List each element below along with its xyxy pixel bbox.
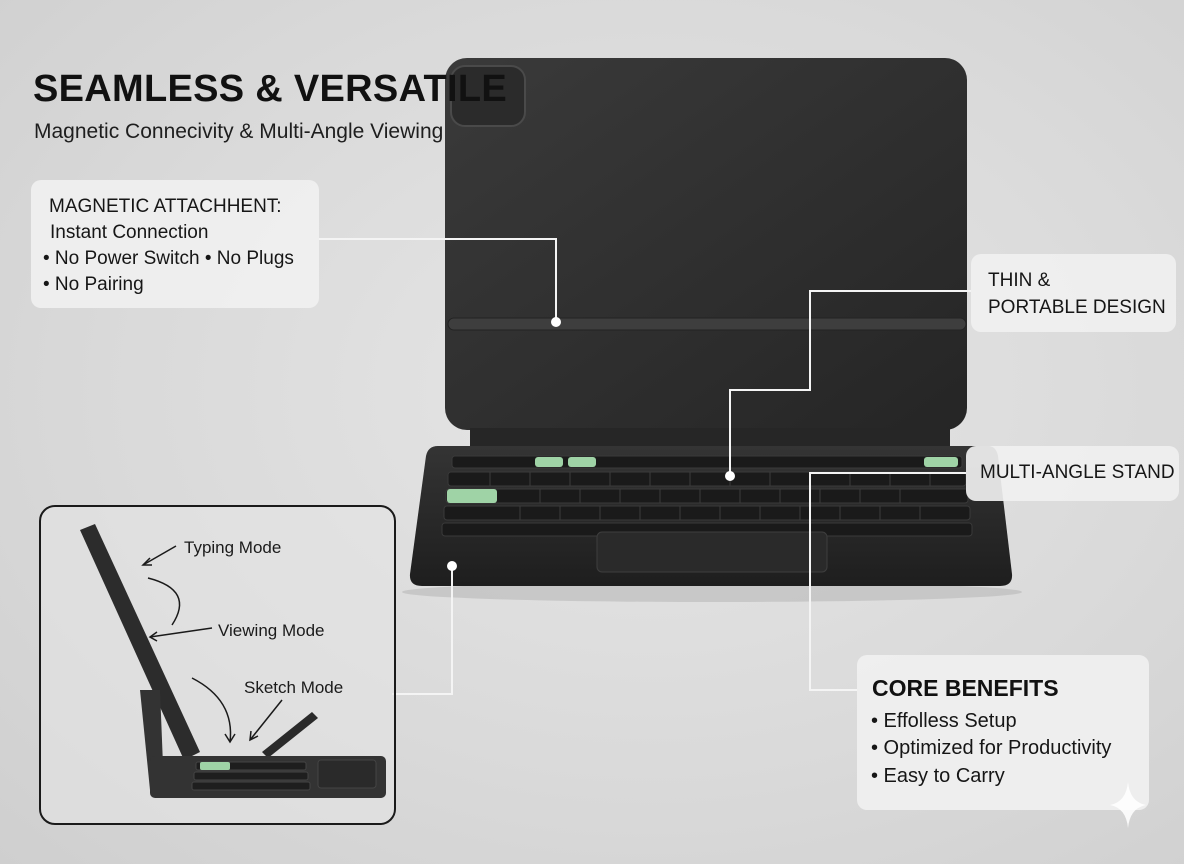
tablet-side-view <box>80 524 200 760</box>
typing-mode-label: Typing Mode <box>184 538 282 557</box>
cover-hinge <box>447 317 967 331</box>
core-benefits-heading: CORE BENEFITS <box>872 675 1059 701</box>
device-shadow <box>402 582 1022 602</box>
tablet-cover <box>445 58 967 430</box>
benefit-item: • Easy to Carry <box>871 765 1005 787</box>
thin-line: THIN & <box>988 270 1051 291</box>
sparkle-icon <box>1110 782 1146 828</box>
callout-lines <box>319 238 971 695</box>
mini-trackpad <box>317 759 377 789</box>
viewing-mode-label: Viewing Mode <box>218 621 325 640</box>
thin-portable-card: THIN & PORTABLE DESIGN <box>971 254 1176 332</box>
hinge-connector <box>470 428 950 448</box>
magnetic-heading: MAGNETIC ATTACHHENT: <box>49 196 282 217</box>
callout-dots <box>447 317 735 571</box>
magnetic-line: • No Power Switch • No Plugs <box>43 248 294 269</box>
mode-arrows <box>141 545 283 744</box>
sketch-tablet <box>262 712 318 758</box>
trackpad <box>596 531 828 573</box>
camera-bump <box>450 65 526 127</box>
page-subtitle: Magnetic Connecivity & Multi-Angle Viewi… <box>34 120 444 143</box>
multi-angle-card: MULTI-ANGLE STAND <box>966 446 1179 501</box>
magnetic-line: • No Pairing <box>43 274 144 295</box>
accent-keys <box>447 457 958 503</box>
core-benefits-card: CORE BENEFITS • Effolless Setup • Optimi… <box>857 655 1149 810</box>
mini-accent-key <box>200 762 230 770</box>
magnetic-attachment-card: MAGNETIC ATTACHHENT: Instant Connection … <box>31 180 319 308</box>
thin-line: PORTABLE DESIGN <box>988 297 1166 318</box>
multi-angle-label: MULTI-ANGLE STAND <box>980 462 1175 483</box>
sketch-mode-label: Sketch Mode <box>244 678 344 697</box>
magnetic-line: Instant Connection <box>50 222 209 243</box>
benefit-item: • Effolless Setup <box>871 710 1017 732</box>
benefit-item: • Optimized for Productivity <box>871 737 1112 759</box>
page-title: SEAMLESS & VERSATILE <box>33 68 508 110</box>
